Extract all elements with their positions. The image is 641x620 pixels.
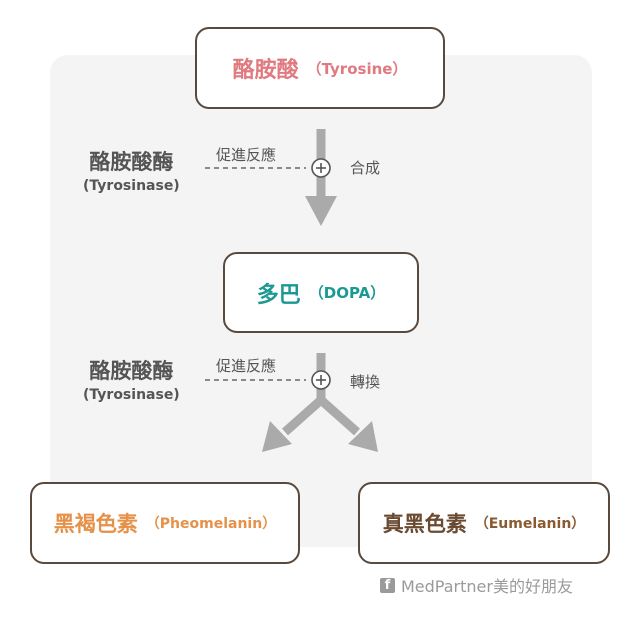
arrowhead-synthesis (305, 196, 337, 226)
arrow-branch-right (318, 396, 360, 436)
eumelanin-node: 真黑色素 （Eumelanin） (358, 482, 610, 564)
pheomelanin-name-en: （Pheomelanin） (145, 516, 277, 532)
facebook-icon: f (380, 577, 395, 593)
arrow-branch-left (282, 396, 324, 436)
pheomelanin-name-cn: 黑褐色素 (53, 512, 138, 536)
dopa-name-en: （DOPA） (308, 284, 386, 302)
plus-circle-icon-1 (311, 158, 331, 178)
reaction-label-1: 促進反應 (216, 146, 277, 164)
reaction-label-2: 促進反應 (216, 357, 277, 375)
dopa-name-cn: 多巴 (256, 282, 301, 308)
watermark-text: MedPartner美的好朋友 (401, 577, 573, 596)
enzyme-label-2: 酪胺酸酶 (Tyrosinase) (83, 355, 180, 403)
tyrosine-name-cn: 酪胺酸 (232, 58, 299, 83)
enzyme-label-1: 酪胺酸酶 (Tyrosinase) (83, 146, 180, 194)
dopa-node: 多巴 （DOPA） (223, 252, 419, 333)
arrowhead-right (348, 421, 378, 452)
arrowhead-left (262, 421, 292, 452)
eumelanin-name-en: （Eumelanin） (474, 516, 586, 532)
action-label-synthesis: 合成 (350, 159, 381, 177)
watermark: f MedPartner美的好朋友 (380, 573, 573, 597)
enzyme-name-cn: 酪胺酸酶 (89, 359, 174, 383)
plus-circle-icon-2 (311, 370, 331, 390)
enzyme-name-en: (Tyrosinase) (83, 178, 180, 194)
action-label-conversion: 轉換 (350, 373, 381, 391)
tyrosine-name-en: （Tyrosine） (306, 59, 408, 78)
enzyme-name-cn: 酪胺酸酶 (89, 150, 174, 174)
enzyme-name-en: (Tyrosinase) (83, 387, 180, 403)
pheomelanin-node: 黑褐色素 （Pheomelanin） (30, 482, 300, 564)
eumelanin-name-cn: 真黑色素 (382, 512, 467, 536)
tyrosine-node: 酪胺酸 （Tyrosine） (195, 27, 445, 109)
